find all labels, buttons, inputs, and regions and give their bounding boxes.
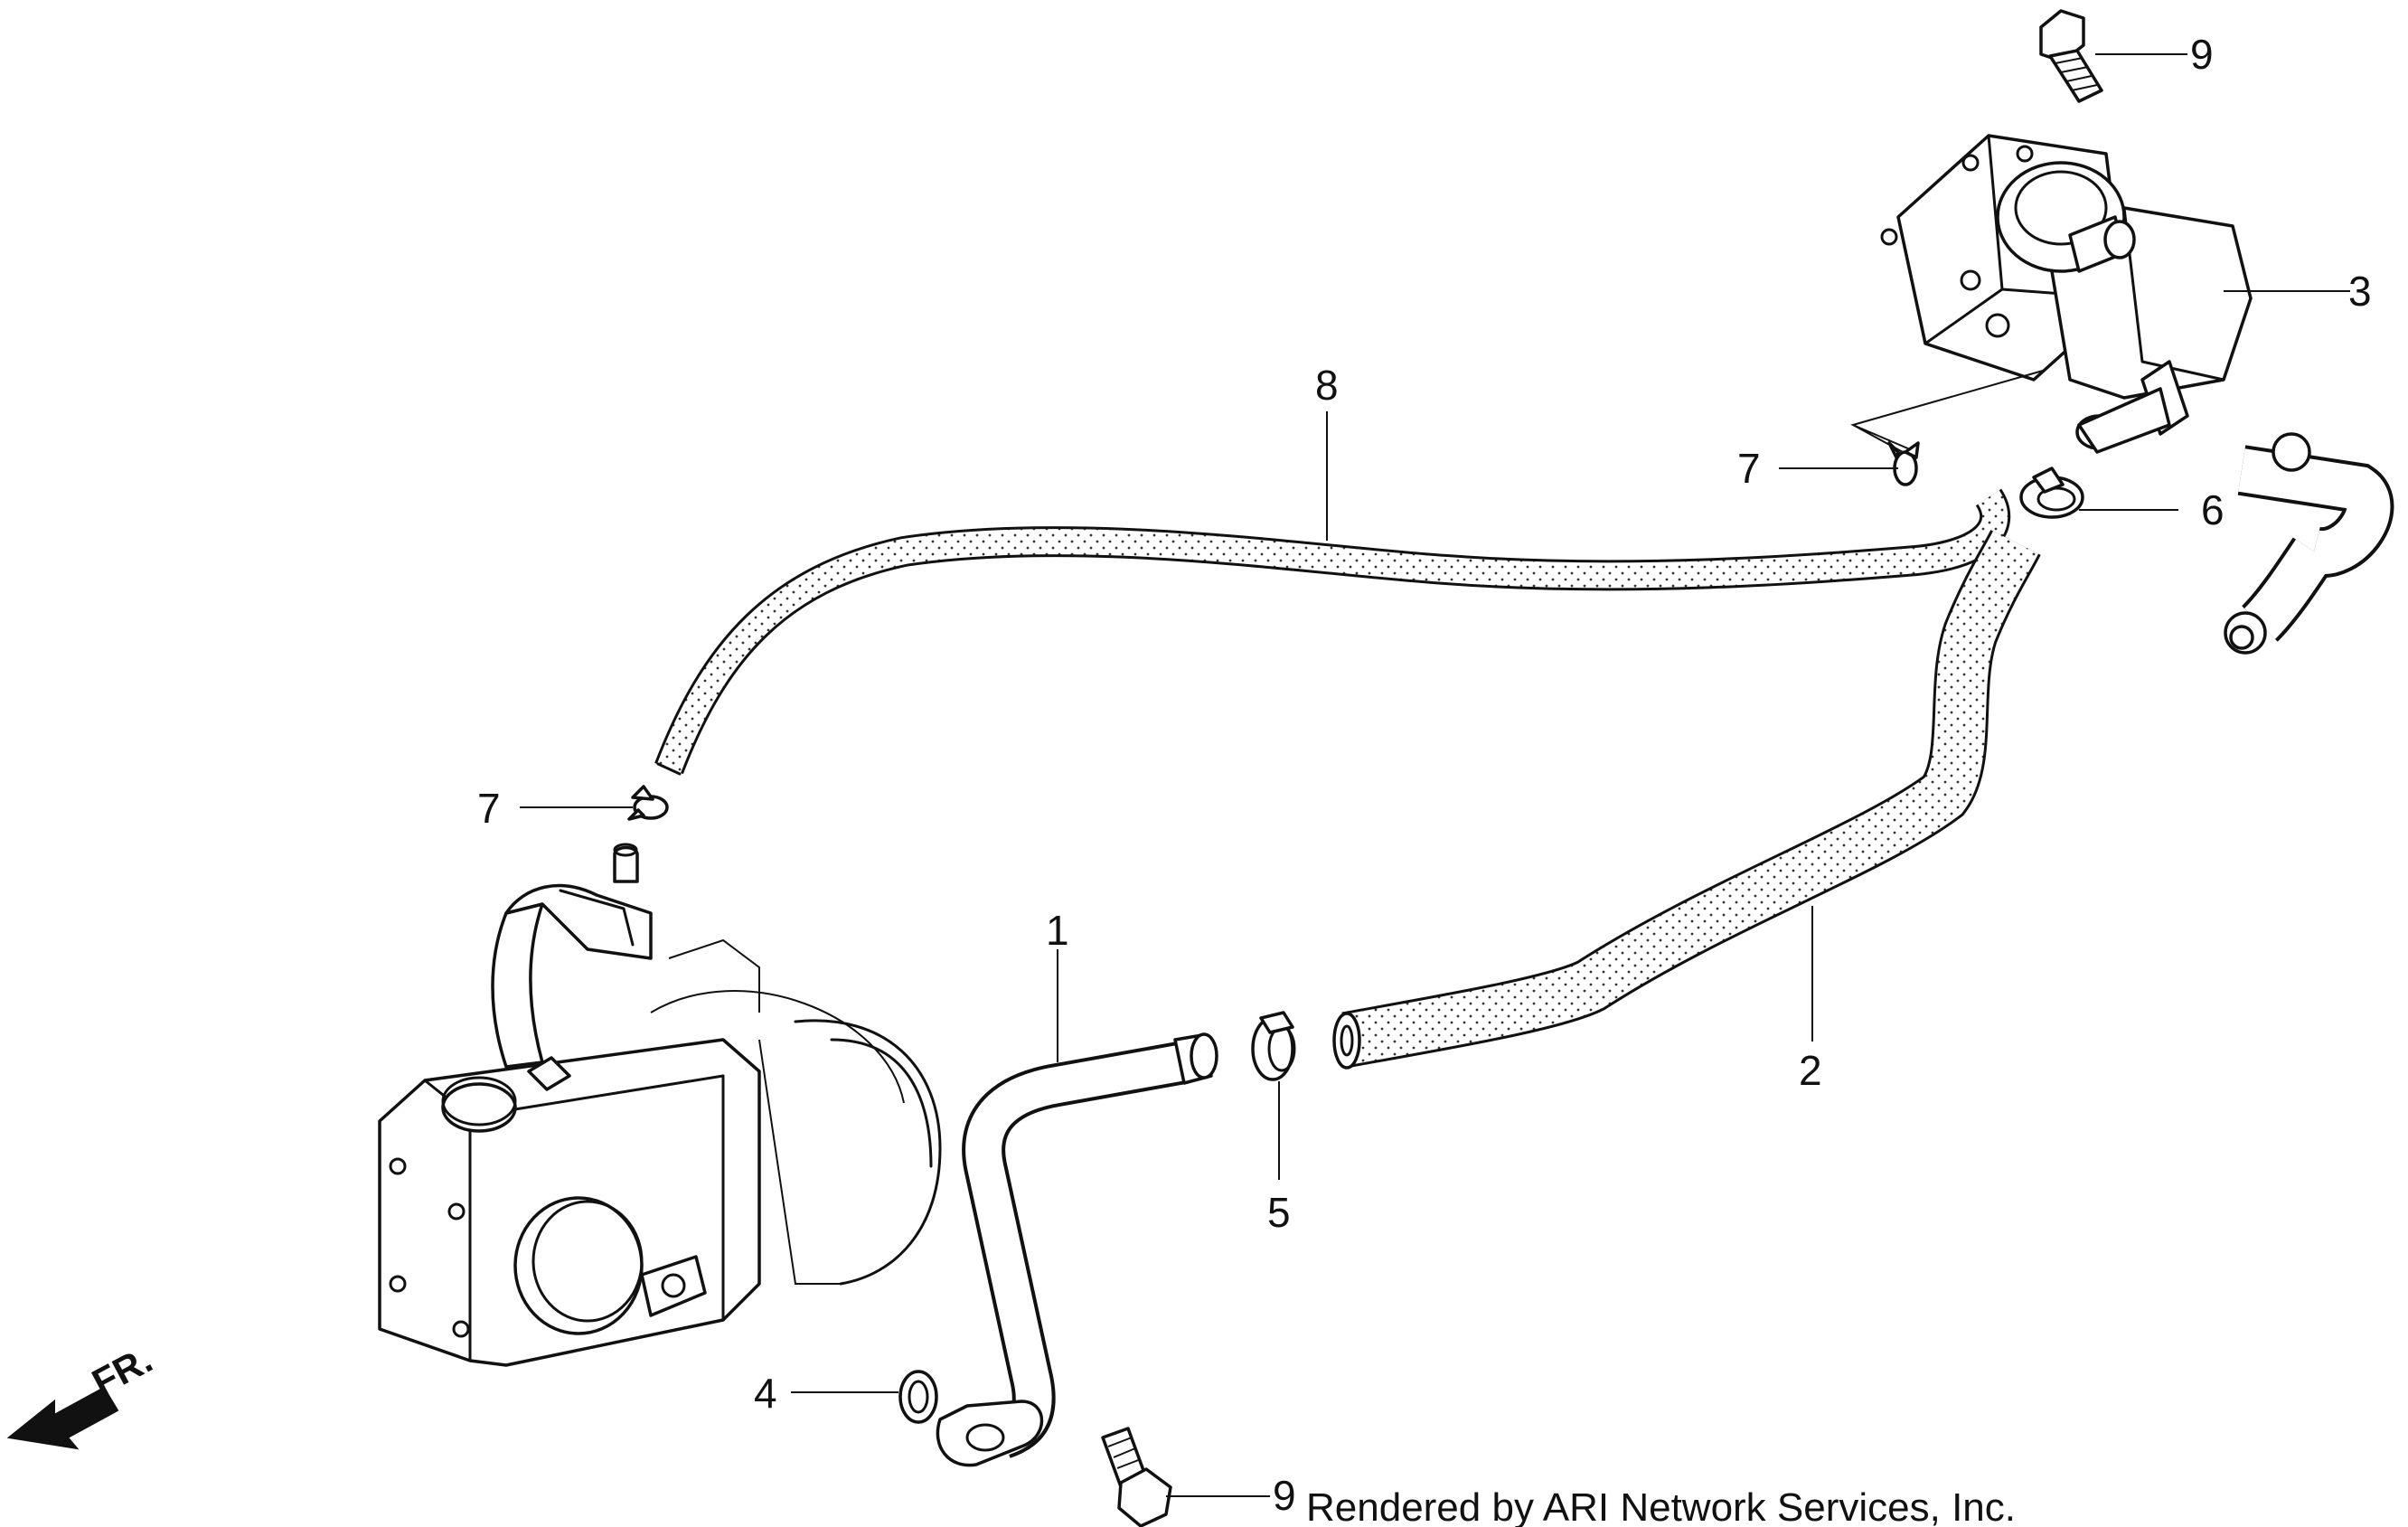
label-2: 2 [1799,1047,1822,1094]
label-8: 8 [1315,362,1339,409]
clamp-7-lower[interactable] [627,785,669,821]
leader-lines [520,53,2350,1497]
label-6: 6 [2201,486,2225,533]
engine-block [378,843,942,1367]
front-direction-indicator: FR. [6,1338,159,1450]
label-9-top: 9 [2190,31,2214,78]
label-1: 1 [1046,907,1069,954]
label-7-upper: 7 [1737,445,1761,492]
pipe-1[interactable] [936,1032,1218,1467]
bolt-9-bottom[interactable] [1101,1427,1172,1527]
bent-hose-detail [2224,432,2394,655]
clamp-7-upper[interactable] [1887,441,1920,486]
label-7-lower: 7 [477,785,501,832]
credit-text: Rendered by ARI Network Services, Inc. [1306,1485,2016,1527]
label-9-bottom: 9 [1273,1472,1296,1519]
label-4: 4 [754,1370,777,1417]
clamp-5[interactable] [1251,1011,1296,1081]
bolt-9-top[interactable] [2039,9,2103,103]
hose-8[interactable] [654,488,2011,776]
label-3: 3 [2348,268,2372,315]
hose-2[interactable] [1332,529,2041,1070]
air-valve-3[interactable] [1880,134,2253,454]
front-arrow-icon [6,1386,119,1450]
washer-4[interactable] [898,1370,938,1424]
clamp-6[interactable] [2019,467,2084,519]
label-5: 5 [1267,1189,1291,1236]
leader-valve-to-clamp [1850,370,2044,453]
